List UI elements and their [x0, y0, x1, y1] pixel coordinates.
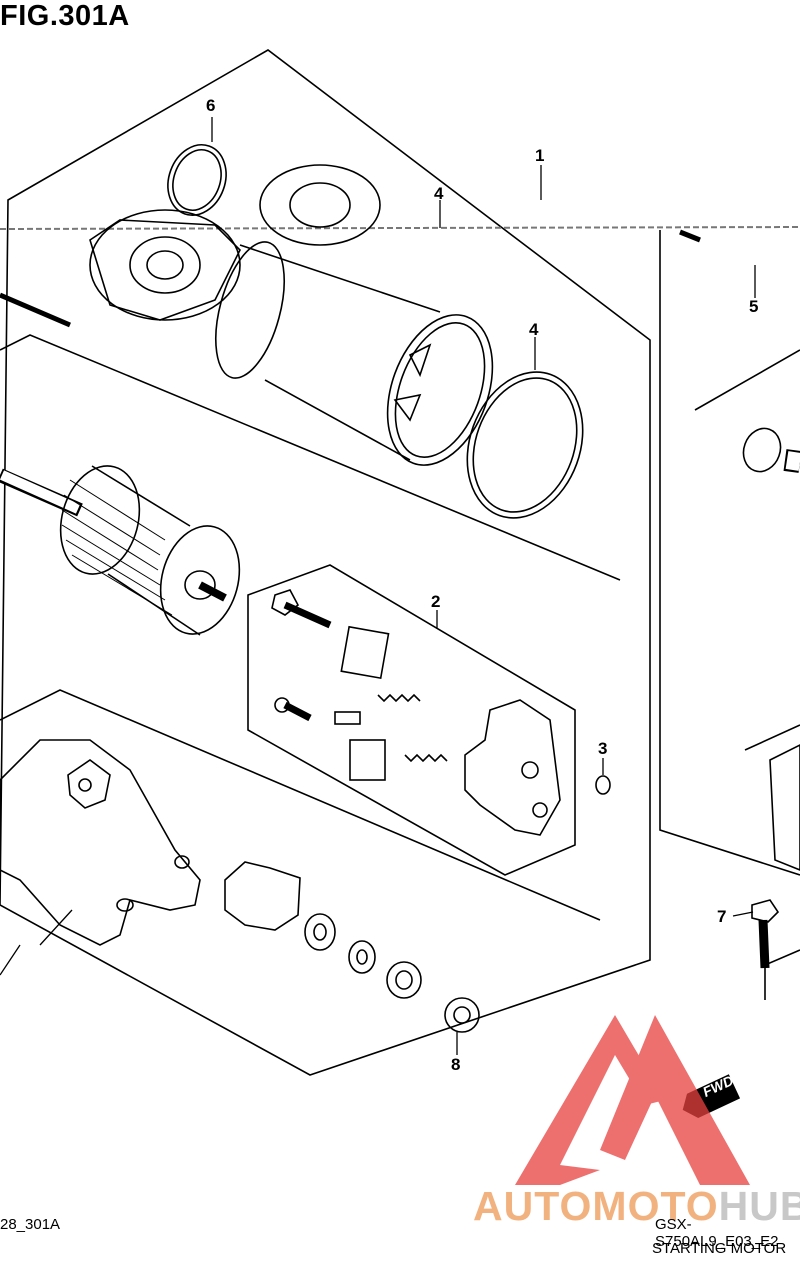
nut-a	[386, 961, 422, 999]
scan-line	[0, 226, 800, 230]
brand-part-2: HUB	[718, 1183, 800, 1229]
callout-2: 2	[431, 592, 441, 611]
brush-holder-panel	[247, 564, 576, 876]
footer-model: GSX-S750AL9_E03_E2	[655, 1216, 779, 1250]
brand-part-1: AUTOMOTO	[473, 1183, 719, 1229]
washer-3	[595, 775, 611, 795]
clutch-sleeve	[224, 861, 301, 931]
callout-6: 6	[206, 96, 216, 115]
figure-title: FIG.301A	[0, 0, 130, 32]
footer-code: 28_301A	[0, 1216, 61, 1233]
circlip	[742, 427, 782, 473]
right-panel-inner2	[744, 724, 800, 751]
callout-4-ring: 4	[529, 320, 539, 339]
right-panel	[659, 230, 800, 876]
end-cover	[259, 164, 381, 246]
brush-plate	[464, 699, 561, 836]
armature-core	[59, 465, 141, 575]
nut-8	[444, 997, 480, 1033]
left-box-upper	[0, 334, 621, 581]
washer-b	[348, 940, 376, 974]
callout-8: 8	[451, 1055, 461, 1074]
footer-caption: STARTING MOTOR	[652, 1240, 787, 1257]
brush-1	[340, 625, 390, 680]
brush-bolt	[283, 601, 332, 629]
callout-4-top: 4	[434, 184, 444, 203]
right-panel-inner	[694, 349, 800, 411]
callout-1: 1	[535, 146, 545, 165]
o-ring-4	[466, 371, 584, 519]
washer-a	[304, 913, 336, 951]
left-box-lower	[0, 689, 601, 921]
leader-lines	[0, 117, 756, 1055]
callout-7: 7	[717, 907, 727, 926]
assembly-outline	[0, 49, 651, 1076]
front-bracket	[0, 739, 201, 946]
brush-2	[334, 711, 361, 725]
watermark-logo	[515, 1015, 750, 1185]
spring-1	[377, 693, 421, 703]
watermark-brand: AUTOMOTOHUB	[473, 1183, 800, 1230]
o-ring-6	[167, 144, 227, 216]
callout-3: 3	[598, 739, 608, 758]
through-bolt	[0, 292, 71, 328]
right-panel-bottom	[764, 949, 800, 1000]
rear-bracket	[89, 209, 241, 321]
callout-5: 5	[749, 297, 759, 316]
bolt-7	[751, 899, 780, 923]
spring-2	[404, 753, 448, 763]
yoke-front	[215, 241, 285, 379]
